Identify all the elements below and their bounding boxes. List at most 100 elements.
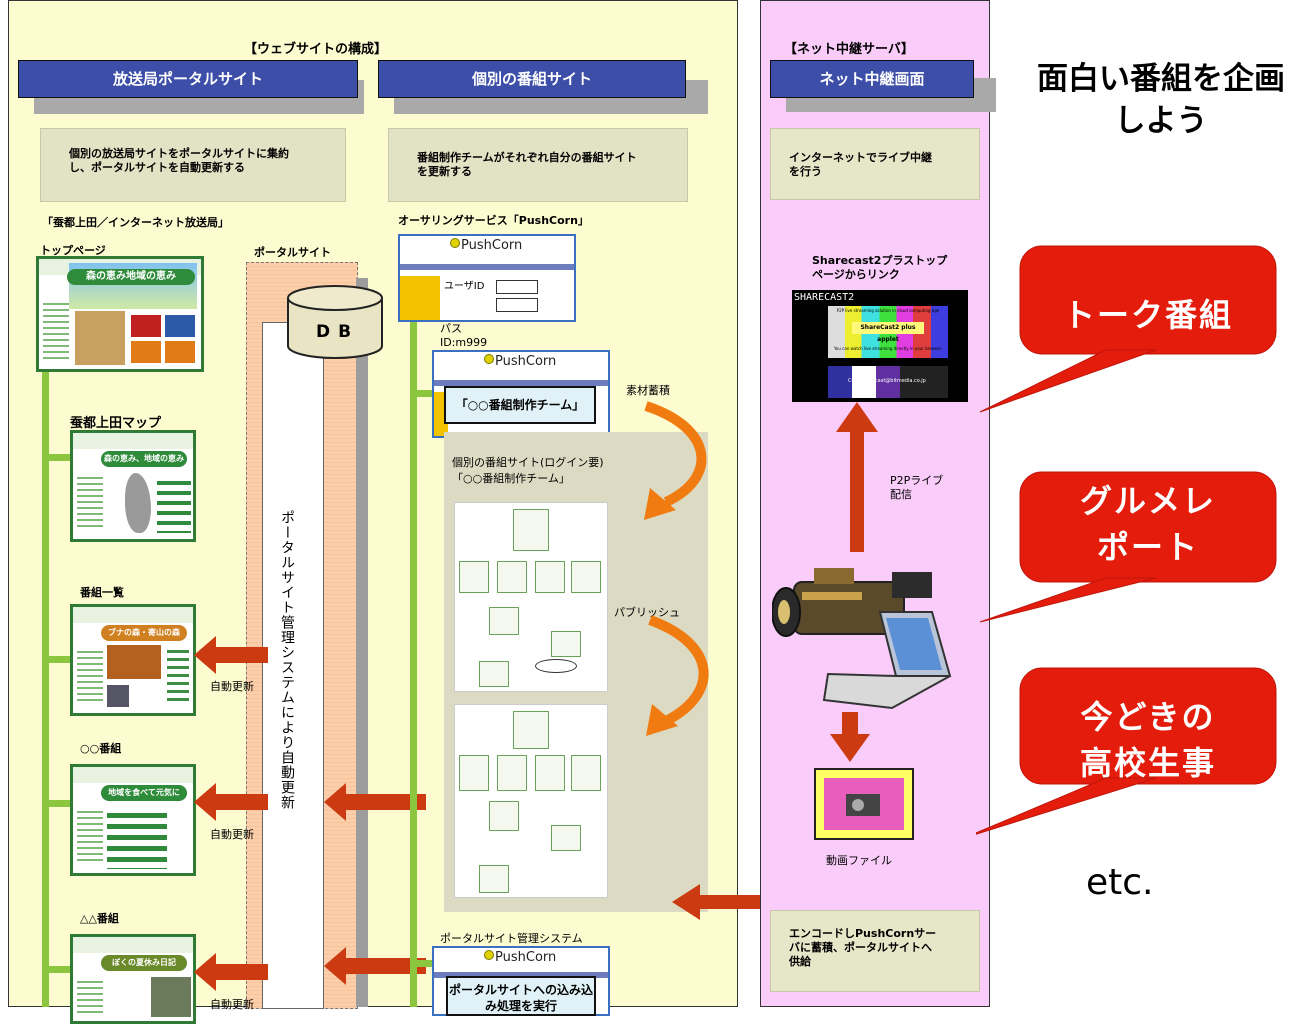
thumb-links xyxy=(167,645,189,705)
portal-import-box: ポータルサイトへの込み込み処理を実行 xyxy=(446,976,596,1016)
callout-tail-1 xyxy=(979,349,1157,413)
callout-talk-text: トーク番組 xyxy=(1062,296,1233,334)
thumb-side-menu xyxy=(77,807,103,865)
thumb-list xyxy=(107,807,167,869)
sitemap-node xyxy=(489,607,519,635)
pushcorn-logo-text: PushCorn xyxy=(495,354,557,369)
portal-header: 放送局ポータルサイト xyxy=(18,60,358,98)
sitemap-mock-1 xyxy=(454,502,608,692)
sitemap-node xyxy=(497,755,527,791)
p2p-arrow xyxy=(836,402,878,552)
video-file-icon xyxy=(814,768,914,840)
net-relay-title: 【ネット中継サーバ】 xyxy=(784,42,914,57)
thumb-tile-1 xyxy=(131,315,161,337)
net-relay-header: ネット中継画面 xyxy=(770,60,974,98)
login-pass-label: パスID:m999 xyxy=(440,322,488,349)
arrow-auto-update-3 xyxy=(194,953,268,991)
tree-branch-oo xyxy=(42,800,70,807)
arrow-to-portal-2 xyxy=(324,947,426,985)
pushcorn-logo: PushCorn xyxy=(450,238,522,253)
arrow-auto-update-2 xyxy=(194,783,268,821)
callout-bubble-2 xyxy=(1019,471,1277,583)
program-list-thumbnail: ブナの森・寄山の森 xyxy=(70,604,196,716)
arrow-auto-update-1 xyxy=(194,636,268,674)
program-oo-label: ○○番組 xyxy=(80,742,122,755)
program-site-login-label: 個別の番組サイト(ログイン要) xyxy=(452,456,604,469)
sharecast-line1: P2P live streaming solution in cloud com… xyxy=(836,308,940,313)
top-page-label: トップページ xyxy=(40,244,106,257)
materials-label: 素材蓄積 xyxy=(626,384,670,397)
sitemap-mock-2 xyxy=(454,704,608,898)
callout-gourmet-text: グルメレポート xyxy=(1080,482,1217,566)
auto-update-label-1: 自動更新 xyxy=(210,680,254,693)
thumb-aa-banner: ぼくの夏休み日記 xyxy=(101,955,187,971)
portal-description-text: 個別の放送局サイトをポータルサイトに集約し、ポータルサイトを自動更新する xyxy=(69,147,289,174)
sharecast-logo: SHARECAST2 xyxy=(794,292,855,303)
db-cylinder-icon xyxy=(287,285,383,359)
arrow-to-portal-1 xyxy=(324,783,426,821)
thumb-map-buttons xyxy=(157,475,191,533)
update-arrows xyxy=(194,636,426,991)
pushcorn-logo-text: PushCorn xyxy=(461,238,523,253)
program-aa-thumbnail: ぼくの夏休み日記 xyxy=(70,934,196,1024)
callout-bubble-1 xyxy=(1019,245,1277,355)
pushcorn-strip xyxy=(434,972,608,978)
portal-system-vertical-text: ポータルサイト管理システムにより自動更新 xyxy=(279,510,295,810)
map-thumbnail: 森の恵み、地域の恵み再発見 xyxy=(70,430,196,542)
sharecast-bottom-bars xyxy=(828,366,948,398)
tree-branch-list xyxy=(42,656,70,663)
pushcorn-login-window: PushCorn ユーザID xyxy=(398,234,576,322)
net-relay-description-text: インターネットでライブ中継を行う xyxy=(789,151,932,178)
workflow-curved-arrows xyxy=(644,401,709,736)
sitemap-ellipse xyxy=(535,659,577,673)
encode-description: エンコードしPushCornサーバに蓄積、ポータルサイトへ供給 xyxy=(770,910,980,992)
auto-update-label-2: 自動更新 xyxy=(210,828,254,841)
tree-branch-mgmt xyxy=(410,960,432,967)
thumb-nav-bar xyxy=(73,433,193,449)
sharecast-line2: ShareCast2 plus applet xyxy=(852,322,924,343)
pushcorn-logo-text: PushCorn xyxy=(495,950,557,965)
tree-branch-map xyxy=(42,454,70,461)
thumb-top-banner: 森の恵み地域の恵み xyxy=(67,269,195,285)
station-name-label: 「蚕都上田／インターネット放送局」 xyxy=(42,216,229,229)
sitemap-node xyxy=(535,561,565,593)
map-label: 蚕都上田マップ xyxy=(70,416,162,431)
thumb-nav-bar xyxy=(73,607,193,623)
login-user-input[interactable] xyxy=(496,280,538,294)
sitemap-node xyxy=(479,661,509,687)
callout-highschool-text: 今どきの高校生事情 xyxy=(1079,698,1216,828)
encode-down-arrow xyxy=(830,712,870,762)
sitemap-node xyxy=(571,755,601,791)
portal-mgmt-label: ポータルサイト管理システム xyxy=(440,932,583,945)
website-structure-title: 【ウェブサイトの構成】 xyxy=(244,42,388,57)
sitemap-node xyxy=(497,561,527,593)
camera-laptop-icon xyxy=(772,568,952,710)
pushcorn-logo-icon xyxy=(484,354,494,364)
thumb-tile-4 xyxy=(165,341,195,363)
db-label: DB xyxy=(316,322,360,342)
team-button[interactable]: 「○○番組制作チーム」 xyxy=(444,386,596,424)
pushcorn-strip xyxy=(434,380,608,386)
thumb-photo xyxy=(151,977,191,1017)
pushcorn-strip xyxy=(400,264,574,270)
login-pass-input[interactable] xyxy=(496,298,538,312)
sitemap-node xyxy=(535,755,565,791)
thumb-side-menu xyxy=(43,299,69,361)
callout-bubbles xyxy=(976,245,1277,835)
etc-label: etc. xyxy=(1086,862,1154,903)
program-header: 個別の番組サイト xyxy=(378,60,686,98)
sharecast-contact: Contact : scast@bitmedia.co.jp xyxy=(848,378,926,384)
thumb-side-menu xyxy=(77,977,103,1013)
video-file-label: 動画ファイル xyxy=(826,854,892,867)
program-site-team-label: 「○○番組制作チーム」 xyxy=(452,472,570,485)
thumb-side-menu xyxy=(77,647,103,705)
program-description-text: 番組制作チームがそれぞれ自分の番組サイトを更新する xyxy=(417,151,637,178)
tree-branch-aa xyxy=(42,966,70,973)
headline: 面白い番組を企画しよう xyxy=(1037,61,1285,139)
thumb-map-banner: 森の恵み、地域の恵み再発見 xyxy=(101,451,187,479)
sitemap-node xyxy=(551,631,581,657)
publish-label: パブリッシュ xyxy=(614,606,680,619)
program-aa-label: △△番組 xyxy=(80,912,119,925)
sitemap-node xyxy=(479,865,509,893)
thumb-photo-small xyxy=(107,685,129,707)
